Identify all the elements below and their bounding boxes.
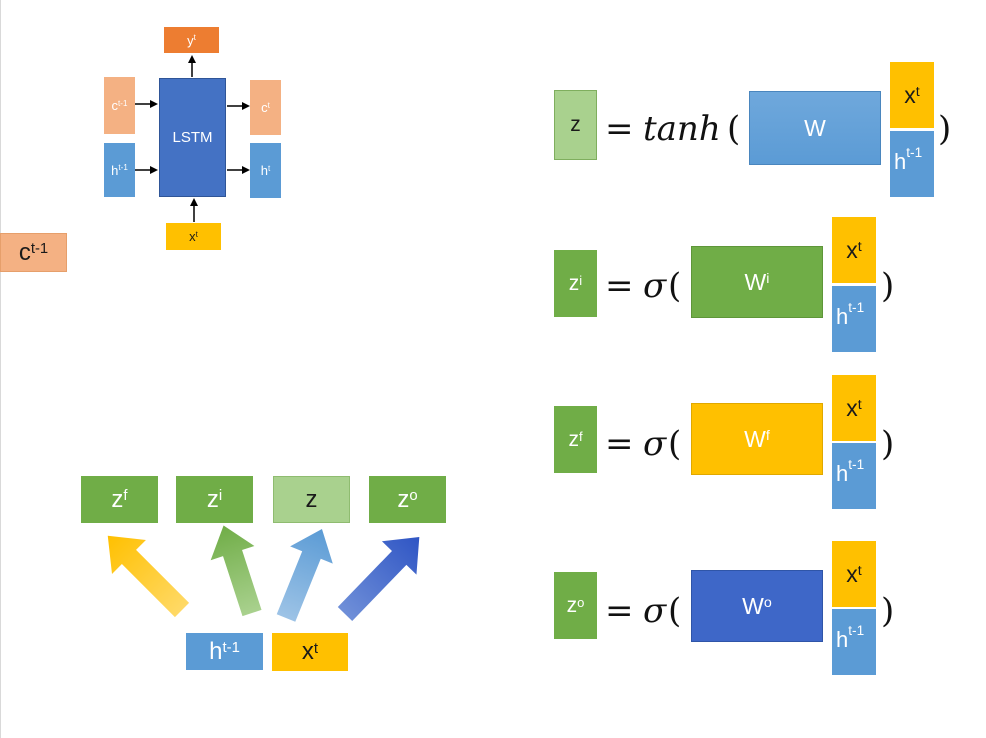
eq-paren-close: ) bbox=[881, 424, 895, 464]
eq-paren-open: ( bbox=[668, 424, 682, 464]
slide-left-border bbox=[0, 0, 1, 738]
lstm-label: LSTM bbox=[172, 129, 213, 146]
arrow-to-zi bbox=[210, 525, 262, 617]
eq-paren-open: ( bbox=[668, 591, 682, 631]
arrow-to-z bbox=[276, 528, 333, 622]
eq-paren-close: ) bbox=[881, 266, 895, 306]
eq-func-tanh: tanh bbox=[643, 109, 721, 149]
arrow-to-zf bbox=[107, 535, 190, 618]
lstm-block: LSTM bbox=[159, 78, 226, 197]
eq-equals: = bbox=[605, 424, 634, 464]
eq-equals: = bbox=[605, 266, 634, 306]
eq-paren-open: ( bbox=[668, 266, 682, 306]
eq-func-sigma: σ bbox=[643, 591, 667, 631]
eq-paren-open: ( bbox=[727, 109, 741, 149]
eq-func-sigma: σ bbox=[643, 266, 667, 306]
eq-equals: = bbox=[605, 109, 634, 149]
eq-paren-close: ) bbox=[938, 109, 952, 149]
eq-equals: = bbox=[605, 591, 634, 631]
gate-output-z: z bbox=[273, 476, 350, 523]
eq-lhs-z: z bbox=[554, 90, 597, 160]
eq-weight-W: W bbox=[749, 91, 881, 165]
arrow-to-zo bbox=[337, 537, 420, 621]
eq-paren-close: ) bbox=[881, 591, 895, 631]
eq-func-sigma: σ bbox=[643, 424, 667, 464]
